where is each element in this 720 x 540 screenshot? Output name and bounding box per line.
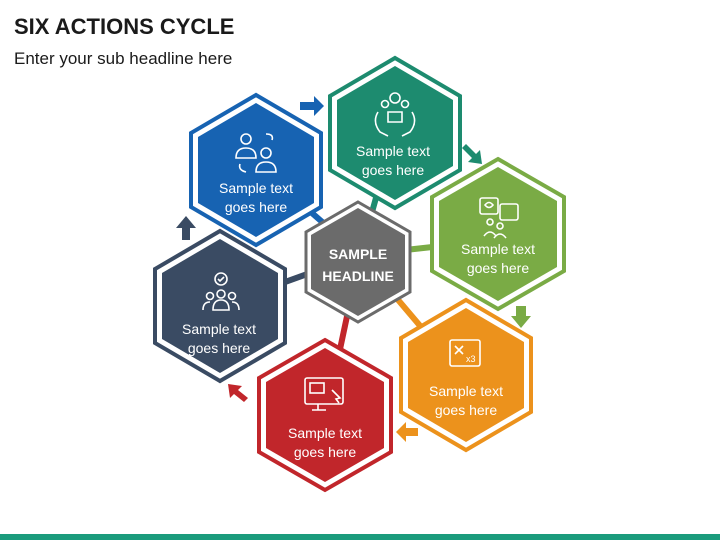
hex-node-6: Sample text goes here [189, 92, 323, 248]
arrow-green-to-orange [511, 306, 531, 328]
monitor-click-icon [304, 377, 344, 411]
node-2-line2: goes here [467, 260, 529, 276]
node-3-line1: Sample text [429, 383, 503, 399]
arrow-teal-to-green [462, 144, 482, 164]
center-line1: SAMPLE [329, 246, 387, 262]
node-4-line1: Sample text [288, 425, 362, 441]
svg-text:x3: x3 [466, 354, 476, 364]
node-1-line2: goes here [362, 162, 424, 178]
hex-node-5: Sample text goes here [153, 228, 287, 384]
node-5-line2: goes here [188, 340, 250, 356]
node-6-line2: goes here [225, 199, 287, 215]
arrow-orange-to-red [396, 422, 418, 442]
people-exchange-icon [235, 133, 277, 173]
center-line2: HEADLINE [322, 268, 394, 284]
charity-hands-icon [374, 92, 416, 137]
node-4-line2: goes here [294, 444, 356, 460]
node-5-line1: Sample text [182, 321, 256, 337]
node-2-line1: Sample text [461, 241, 535, 257]
arrow-blue-to-teal [300, 96, 324, 116]
node-3-line2: goes here [435, 402, 497, 418]
calculation-chart-icon: x3 [449, 339, 481, 367]
node-1-line1: Sample text [356, 143, 430, 159]
page-subtitle: Enter your sub headline here [14, 49, 233, 68]
hex-node-2: Sample text goes here [430, 156, 566, 312]
node-6-line1: Sample text [219, 180, 293, 196]
hex-node-1: Sample text goes here [328, 55, 462, 211]
team-approval-icon [202, 272, 240, 311]
hex-node-3: x3 Sample text goes here [399, 297, 533, 453]
cycle-arrows [176, 96, 531, 442]
center-hex: SAMPLE HEADLINE [304, 200, 412, 324]
arrow-red-to-navy [228, 384, 248, 402]
hex-node-4: Sample text goes here [257, 337, 393, 493]
arrow-navy-to-blue [176, 216, 196, 240]
page-title: SIX ACTIONS CYCLE [14, 14, 235, 39]
footer-bar [0, 534, 720, 540]
feedback-chat-icon [479, 197, 519, 239]
